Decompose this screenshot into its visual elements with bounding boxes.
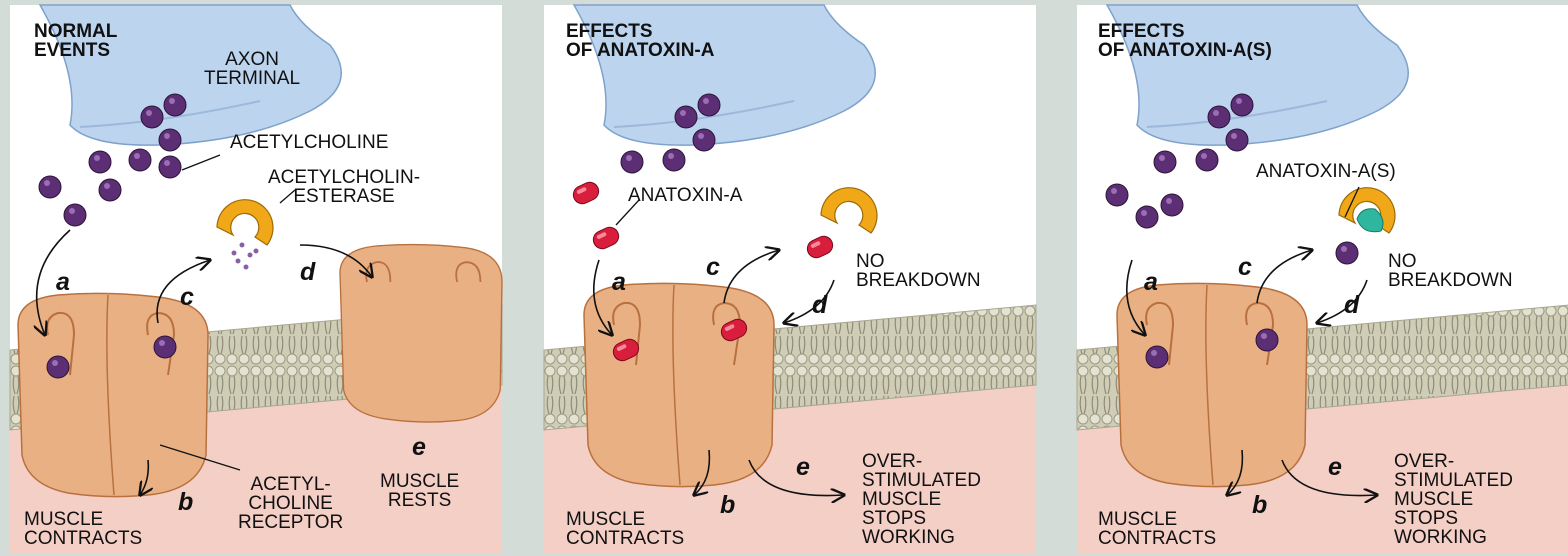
molecule-highlight (1261, 333, 1267, 339)
acetylcholine-molecule (64, 204, 86, 226)
molecule-highlight (1141, 210, 1147, 216)
molecule-highlight (104, 183, 110, 189)
molecule-highlight (69, 208, 75, 214)
anatoxin-a-label: ANATOXIN-A (628, 186, 742, 205)
acetylcholine-molecule (99, 179, 121, 201)
step-d: d (812, 293, 827, 318)
molecule-highlight (1111, 188, 1117, 194)
molecule-highlight (668, 153, 674, 159)
panel-1-title: NORMAL EVENTS (34, 22, 117, 60)
muscle-contracts-label: MUSCLE CONTRACTS (24, 510, 142, 548)
acetylcholine-molecule (39, 176, 61, 198)
step-b: b (178, 490, 193, 515)
molecule-highlight (1159, 155, 1165, 161)
vesicle-molecule (693, 129, 715, 151)
acetylcholine-molecule (1161, 194, 1183, 216)
acetylcholine-fragment (244, 265, 249, 270)
molecule-highlight (698, 133, 704, 139)
bound-acetylcholine (154, 336, 176, 358)
acetylcholine-receptor (18, 293, 208, 496)
muscle-contracts-label: MUSCLE CONTRACTS (1098, 510, 1216, 548)
acetylcholine-unbroken (1336, 242, 1358, 264)
step-e: e (796, 455, 810, 480)
muscle-contracts-label: MUSCLE CONTRACTS (566, 510, 684, 548)
acetylcholine-molecule (159, 156, 181, 178)
no-breakdown-label: NO BREAKDOWN (1388, 252, 1513, 290)
molecule-highlight (44, 180, 50, 186)
step-d: d (300, 260, 315, 285)
step-e: e (412, 435, 426, 460)
step-a: a (1144, 270, 1158, 295)
vesicle-molecule (164, 94, 186, 116)
vesicle-molecule (675, 106, 697, 128)
step-e: e (1328, 455, 1342, 480)
acetylcholine-fragment (254, 249, 259, 254)
molecule-highlight (1201, 153, 1207, 159)
muscle-rests-label: MUSCLE RESTS (380, 472, 459, 510)
molecule-highlight (680, 110, 686, 116)
receptor-resting (340, 245, 502, 422)
acetylcholine-fragment (232, 251, 237, 256)
molecule-highlight (1231, 133, 1237, 139)
acetylcholine-label: ACETYLCHOLINE (230, 133, 388, 152)
acetylcholine-molecule (1154, 151, 1176, 173)
acetylcholine-fragment (240, 243, 245, 248)
receptor-body (340, 245, 502, 422)
step-b: b (1252, 493, 1267, 518)
acetylcholinesterase-label: ACETYLCHOLIN- ESTERASE (268, 168, 420, 206)
overstimulated-label: OVER- STIMULATED MUSCLE STOPS WORKING (862, 452, 981, 547)
bound-acetylcholine (1146, 346, 1168, 368)
acetylcholine-molecule (1196, 149, 1218, 171)
molecule-highlight (164, 133, 170, 139)
vesicle-molecule (698, 94, 720, 116)
molecule-highlight (703, 98, 709, 104)
molecule-highlight (1341, 246, 1347, 252)
molecule-highlight (1236, 98, 1242, 104)
molecule-highlight (1166, 198, 1172, 204)
acetylcholine-molecule (129, 149, 151, 171)
step-a: a (56, 270, 70, 295)
acetylcholine-receptor (1117, 283, 1307, 486)
step-d: d (1344, 293, 1359, 318)
molecule-highlight (134, 153, 140, 159)
panel-2-title: EFFECTS OF ANATOXIN-A (566, 22, 714, 60)
acetylcholine-molecule (1106, 184, 1128, 206)
acetylcholine-molecule (621, 151, 643, 173)
vesicle-molecule (141, 106, 163, 128)
vesicle-molecule (1208, 106, 1230, 128)
bound-acetylcholine (1256, 329, 1278, 351)
panel-3-title: EFFECTS OF ANATOXIN-A(S) (1098, 22, 1272, 60)
acetylcholine-molecule (663, 149, 685, 171)
vesicle-molecule (159, 129, 181, 151)
acetylcholine-molecule (89, 151, 111, 173)
step-c: c (1238, 255, 1252, 280)
bound-acetylcholine (47, 356, 69, 378)
vesicle-molecule (1231, 94, 1253, 116)
acetylcholine-molecule (1136, 206, 1158, 228)
step-c: c (180, 285, 194, 310)
molecule-highlight (146, 110, 152, 116)
molecule-highlight (94, 155, 100, 161)
molecule-highlight (52, 360, 58, 366)
step-a: a (612, 270, 626, 295)
molecule-highlight (1151, 350, 1157, 356)
overstimulated-label: OVER- STIMULATED MUSCLE STOPS WORKING (1394, 452, 1513, 547)
step-c: c (706, 255, 720, 280)
molecule-highlight (1213, 110, 1219, 116)
molecule-highlight (169, 98, 175, 104)
step-b: b (720, 493, 735, 518)
acetylcholine-fragment (236, 259, 241, 264)
acetylcholine-receptor (584, 283, 774, 486)
acetylcholine-fragment (248, 253, 253, 258)
anatoxin-a-s-label: ANATOXIN-A(S) (1256, 162, 1396, 181)
molecule-highlight (159, 340, 165, 346)
molecule-highlight (626, 155, 632, 161)
molecule-highlight (164, 160, 170, 166)
no-breakdown-label: NO BREAKDOWN (856, 252, 981, 290)
vesicle-molecule (1226, 129, 1248, 151)
acetylcholine-receptor-label: ACETYL- CHOLINE RECEPTOR (238, 475, 343, 532)
axon-terminal-label: AXON TERMINAL (204, 50, 300, 88)
